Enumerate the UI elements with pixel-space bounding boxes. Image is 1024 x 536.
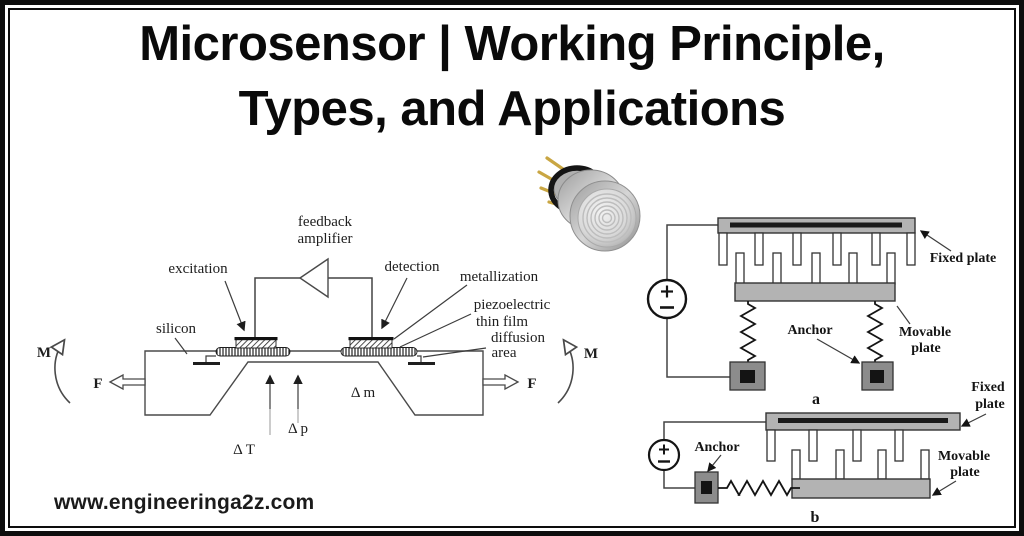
fixed-plate-label-b2: plate	[975, 397, 1005, 412]
piezoelectric-pointer	[399, 313, 472, 348]
feedback-amplifier-label-1: feedback	[298, 214, 353, 230]
ground-symbol-right	[408, 355, 435, 365]
moment-right-arrow	[557, 342, 573, 404]
capacitive-sensor-diagrams: Fixed plate Anchor Movable plate a	[646, 217, 1005, 526]
detection-label: detection	[385, 259, 440, 275]
moment-left-label: M	[37, 345, 51, 361]
anchor-arrow-a	[816, 338, 861, 364]
movable-plate-a	[734, 252, 896, 302]
diffusion-label-2: area	[492, 345, 517, 361]
silicon-label: silicon	[156, 321, 196, 337]
voltage-source-a	[646, 278, 688, 320]
moment-left-arrow	[55, 342, 71, 404]
page-title: Microsensor | Working Principle, Types, …	[0, 12, 1024, 142]
fixed-plate-label-b1: Fixed	[971, 380, 1005, 395]
diffusion-label-1: diffusion	[491, 330, 545, 346]
force-left-label: F	[93, 376, 102, 392]
anchor-arrow-b	[707, 454, 722, 473]
fixed-plate-b	[765, 412, 961, 462]
piezoelectric-label-1: piezoelectric	[474, 297, 551, 313]
force-right-label: F	[527, 376, 536, 392]
suspension-springs-a	[739, 301, 884, 363]
anchors-a	[729, 361, 894, 391]
website-url: www.engineeringa2z.com	[54, 491, 315, 514]
title-line-2: Types, and Applications	[238, 82, 786, 136]
sensor-body	[548, 165, 641, 252]
fixed-plate-arrow-a	[919, 230, 952, 252]
detection-electrode	[348, 337, 394, 349]
anchor-b	[694, 471, 719, 504]
title-line-1: Microsensor | Working Principle,	[139, 17, 885, 71]
pressure-sensor-photo	[537, 156, 641, 252]
ground-symbol-left	[193, 355, 220, 365]
movable-plate-label-b2: plate	[950, 465, 980, 480]
delta-p-label: Δ p	[288, 421, 308, 437]
movable-plate-label-a2: plate	[911, 341, 941, 356]
silicon-body-outline	[144, 350, 484, 416]
delta-t-label: Δ T	[233, 442, 255, 458]
comb-capacitor-diagram-b: Anchor Fixed plate Movable plate b	[647, 380, 1005, 526]
suspension-spring-b	[718, 479, 800, 497]
fixed-plate-a	[717, 217, 916, 266]
movable-plate-pointer-a	[896, 305, 911, 325]
metallization-pointer	[393, 284, 468, 340]
excitation-arrow	[224, 280, 246, 332]
anchor-label-b: Anchor	[694, 440, 739, 455]
movable-plate-b	[791, 449, 931, 499]
moment-right-label: M	[584, 346, 598, 362]
force-right-arrow	[482, 373, 520, 391]
movable-plate-arrow-b	[931, 480, 957, 496]
movable-plate-label-b1: Movable	[938, 449, 990, 464]
metallization-label: metallization	[460, 269, 539, 285]
excitation-label: excitation	[168, 261, 228, 277]
movable-plate-label-a1: Movable	[899, 325, 951, 340]
fixed-plate-label-a: Fixed plate	[930, 251, 997, 266]
piezoelectric-label-2: thin film	[476, 314, 528, 330]
voltage-source-b	[647, 438, 681, 472]
feedback-amplifier-circuit	[254, 257, 373, 337]
delta-m-label: Δ m	[351, 385, 376, 401]
diffusion-pointer	[422, 347, 487, 358]
feedback-amplifier-label-2: amplifier	[298, 231, 353, 247]
comb-capacitor-diagram-a: Fixed plate Anchor Movable plate a	[646, 217, 997, 408]
piezo-sensor-diagram: feedback amplifier excitation silicon de…	[37, 214, 598, 458]
detection-arrow	[381, 277, 408, 330]
caption-a: a	[812, 391, 820, 408]
fixed-plate-arrow-b	[960, 413, 987, 427]
delta-arrows	[265, 374, 303, 435]
excitation-electrode	[234, 337, 278, 349]
silicon-pointer	[174, 337, 188, 355]
caption-b: b	[811, 509, 820, 526]
anchor-label-a: Anchor	[787, 323, 832, 338]
force-left-arrow	[108, 373, 146, 391]
